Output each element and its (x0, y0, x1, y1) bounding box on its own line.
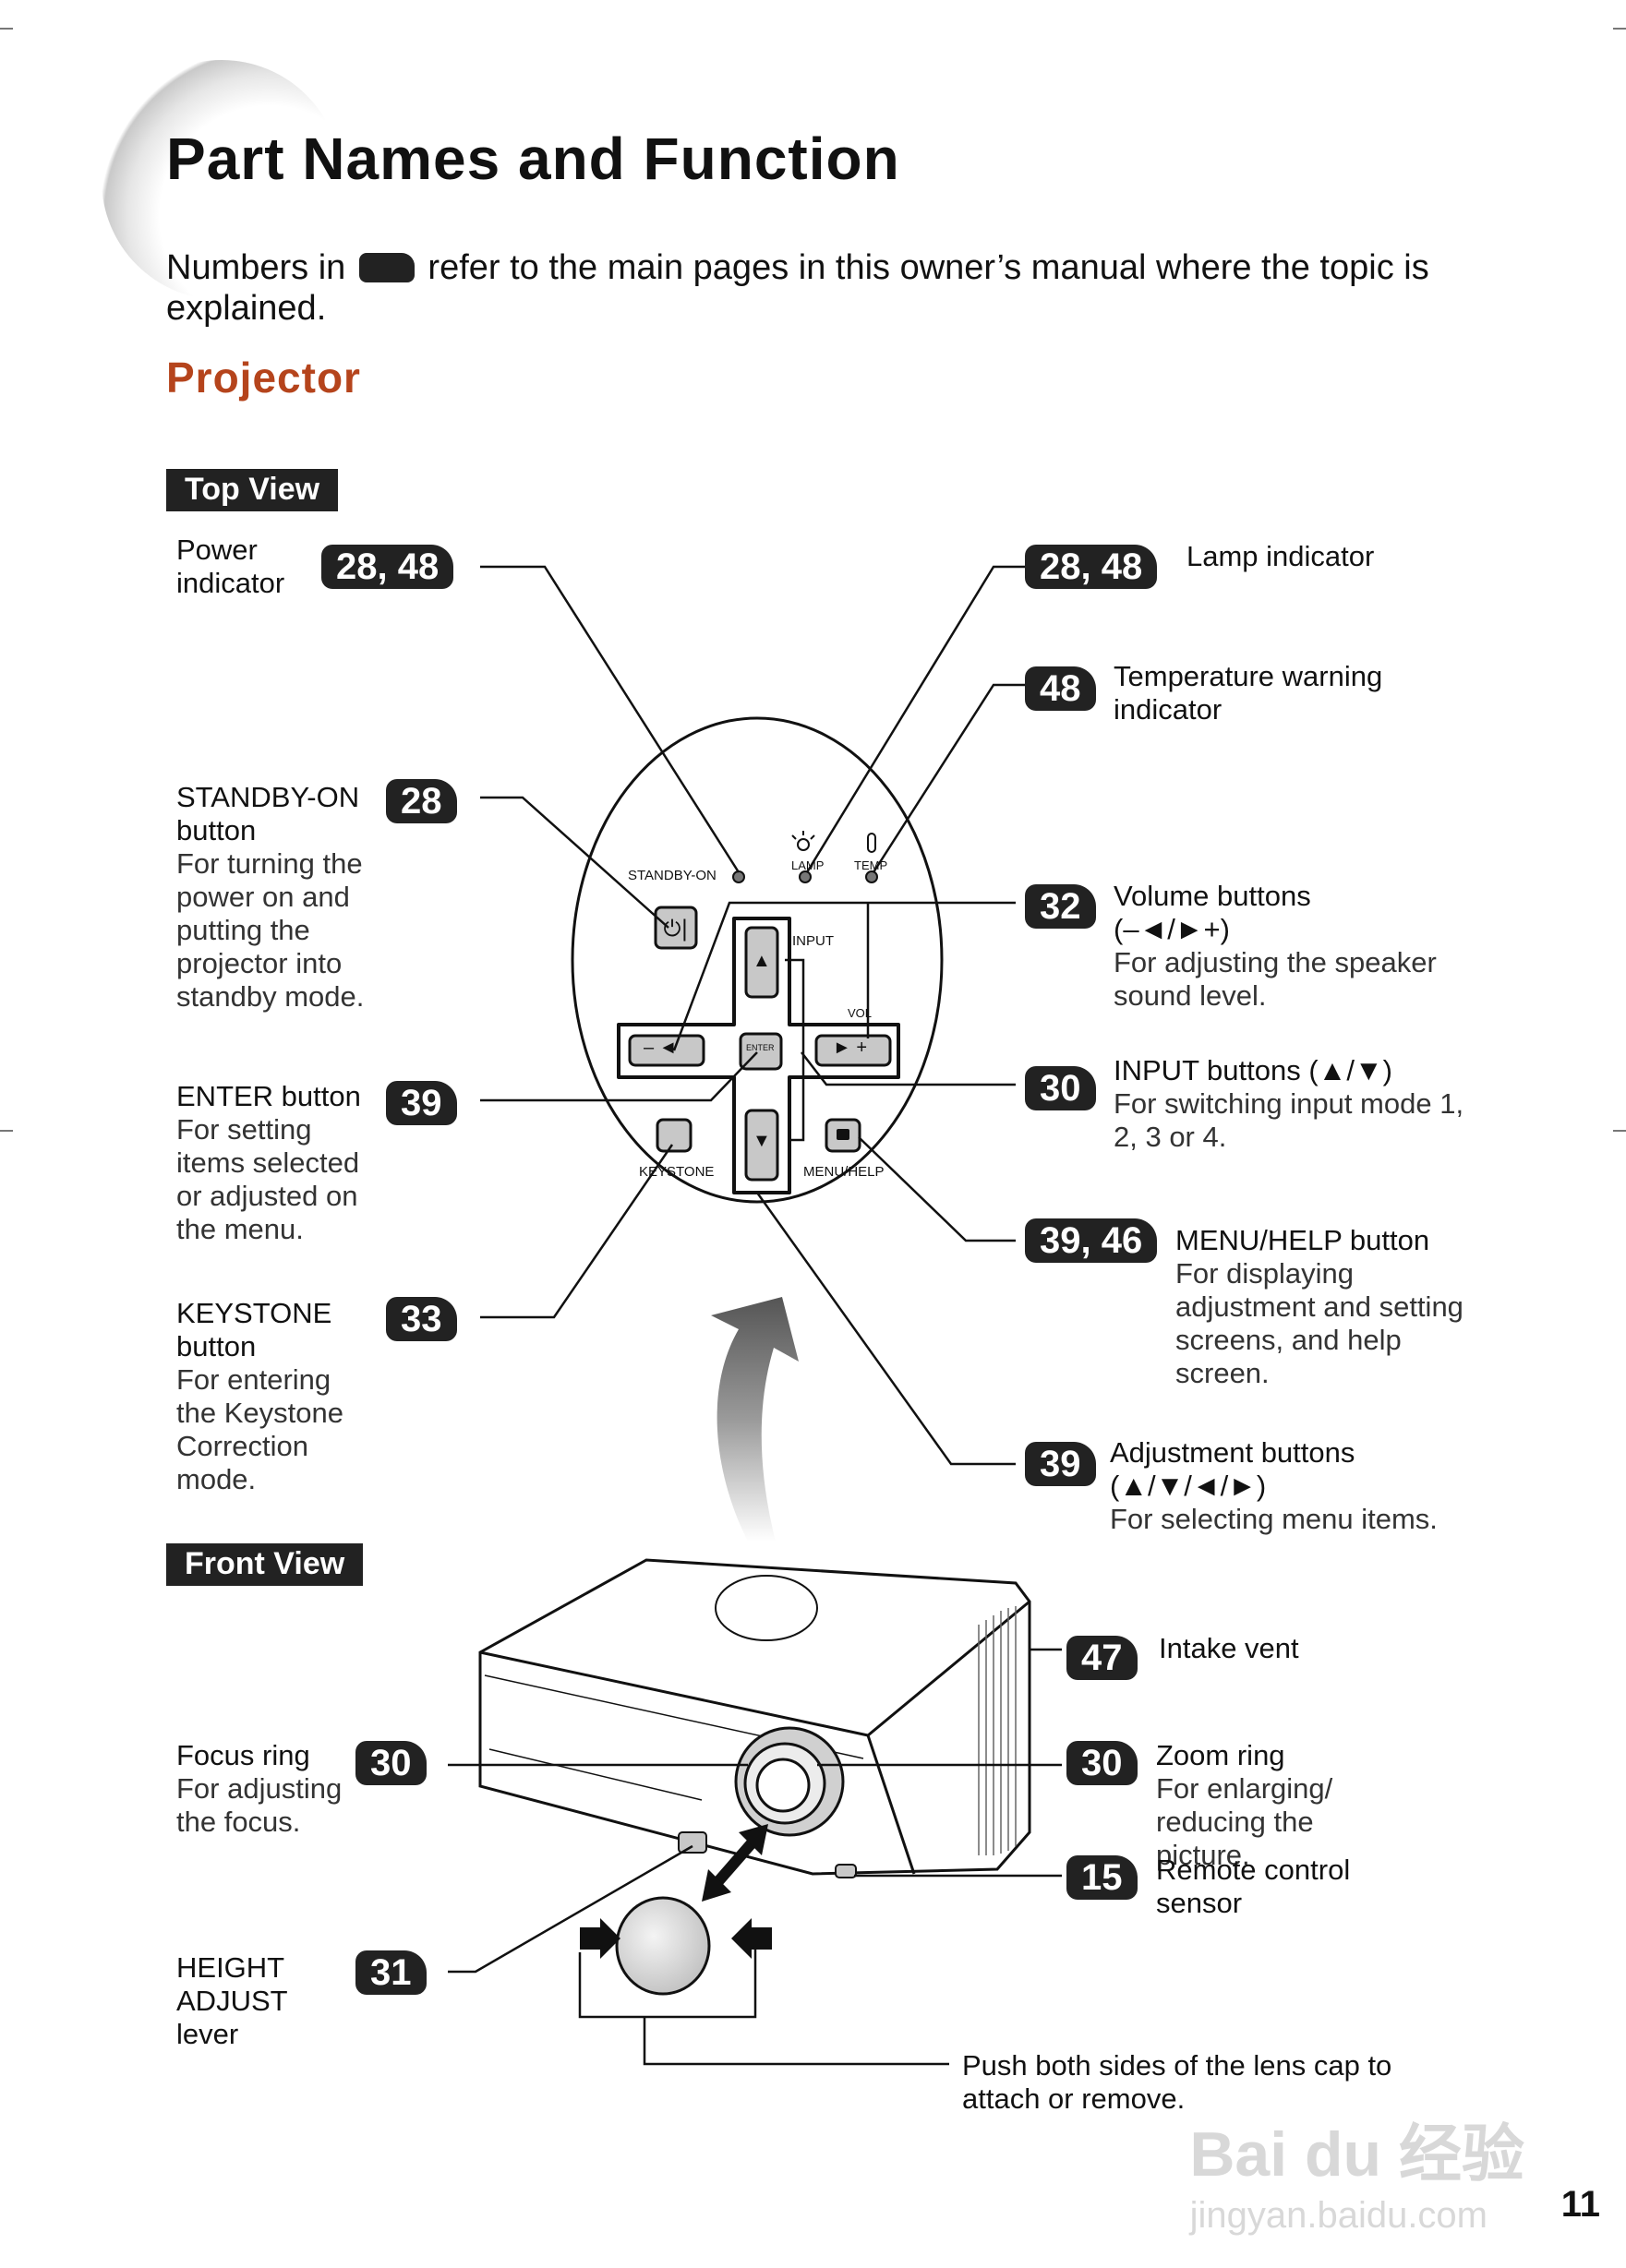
panel-vol-label: VOL (848, 1006, 873, 1020)
zoom-ref-badge: 30 (1066, 1741, 1138, 1785)
remote-ref-badge: 15 (1066, 1855, 1138, 1900)
height-adjust-label: HEIGHT ADJUST lever (176, 1951, 288, 2050)
standby-callout: STANDBY-ON button For turning the power … (176, 781, 379, 1014)
height-ref-badge: 31 (355, 1950, 427, 1995)
power-ref-badge: 28, 48 (321, 545, 454, 589)
keystone-ref-badge: 33 (386, 1297, 457, 1341)
adjust-ref-badge: 39 (1025, 1442, 1096, 1486)
menu-ref-badge: 39, 46 (1025, 1218, 1158, 1263)
intake-ref-badge: 47 (1066, 1636, 1138, 1680)
intro-after: refer to the main pages in this owner’s … (166, 248, 1429, 328)
standby-indicator-light (732, 870, 745, 883)
temp-ref-badge: 48 (1025, 666, 1096, 711)
adjust-callout: Adjustment buttons (▲/▼/◄/►) For selecti… (1110, 1436, 1479, 1536)
adjust-desc: For selecting menu items. (1110, 1503, 1438, 1535)
panel-temp-label: TEMP (854, 858, 888, 872)
page-number: 11 (1560, 2184, 1600, 2225)
enter-desc: For setting items selected or adjusted o… (176, 1113, 360, 1245)
vol-minus-button: – ◄ (644, 1038, 678, 1058)
focus-ref-badge: 30 (355, 1741, 427, 1785)
keystone-desc: For entering the Keystone Correction mod… (176, 1363, 343, 1495)
crop-mark (0, 28, 13, 30)
enter-label: ENTER button (176, 1080, 361, 1112)
input-down-button: ▼ (753, 1131, 771, 1151)
section-heading: Projector (166, 354, 361, 402)
lens-assembly (734, 1726, 845, 1837)
adjust-label: Adjustment buttons (▲/▼/◄/►) (1110, 1436, 1355, 1502)
input-up-button: ▲ (753, 951, 771, 971)
intro-before: Numbers in (166, 248, 346, 287)
focus-desc: For adjusting the focus. (176, 1772, 343, 1838)
crop-mark (1613, 28, 1626, 30)
volume-callout: Volume buttons (–◄/►+) For adjusting the… (1114, 880, 1455, 1013)
leader-lines-top (480, 565, 1025, 1466)
remote-sensor-label: Remote control sensor (1156, 1854, 1351, 1919)
panel-enter-label: ENTER (746, 1043, 775, 1052)
standby-ref-badge: 28 (386, 779, 457, 823)
focus-label: Focus ring (176, 1739, 310, 1771)
lamp-indicator-light (799, 870, 812, 883)
title-decoration (102, 60, 342, 300)
lamp-indicator-label: Lamp indicator (1186, 540, 1375, 572)
power-indicator-label: Power indicator (176, 534, 285, 599)
enter-callout: ENTER button For setting items selected … (176, 1080, 379, 1246)
height-adjust-lever (678, 1831, 707, 1854)
enter-ref-badge: 39 (386, 1081, 457, 1125)
remote-sensor-shape (835, 1864, 857, 1878)
intake-vent-label: Intake vent (1159, 1632, 1299, 1664)
menu-callout: MENU/HELP button For displaying adjustme… (1175, 1224, 1480, 1390)
keystone-button-shape (656, 1118, 693, 1153)
keystone-label: KEYSTONE button (176, 1297, 332, 1362)
watermark-logo: Bai du 经验 (1189, 2119, 1524, 2190)
keystone-callout: KEYSTONE button For entering the Keyston… (176, 1297, 361, 1496)
input-label: INPUT buttons (▲/▼) (1114, 1054, 1392, 1086)
lens-cap-instruction: Push both sides of the lens cap to attac… (962, 2049, 1392, 2115)
input-desc: For switching input mode 1, 2, 3 or 4. (1114, 1087, 1464, 1153)
panel-menu-label: MENU/HELP (803, 1164, 885, 1180)
vol-plus-button: ► + (833, 1038, 868, 1058)
volume-ref-badge: 32 (1025, 884, 1096, 929)
page-title: Part Names and Function (166, 126, 900, 192)
svg-text:⏻|: ⏻| (663, 916, 688, 942)
panel-standby-label: STANDBY-ON (628, 868, 717, 883)
menu-label: MENU/HELP button (1175, 1224, 1430, 1256)
power-button-shape (654, 906, 698, 950)
menu-desc: For displaying adjustment and setting sc… (1175, 1257, 1463, 1389)
intro-text: Numbers in refer to the main pages in th… (166, 247, 1505, 329)
focus-callout: Focus ring For adjusting the focus. (176, 1739, 361, 1839)
lens-cap (615, 1896, 711, 1996)
zoom-callout: Zoom ring For enlarging/ reducing the pi… (1156, 1739, 1451, 1872)
lamp-ref-badge: 28, 48 (1025, 545, 1158, 589)
temp-indicator-label: Temperature warning indicator (1114, 660, 1383, 726)
thermometer-icon (867, 833, 876, 853)
volume-label: Volume buttons (–◄/►+) (1114, 880, 1311, 945)
lamp-symbol-icon (791, 831, 815, 851)
body-control-panel (715, 1575, 818, 1641)
zoom-desc: For enlarging/ reducing the picture. (1156, 1772, 1333, 1871)
intake-vent-lines (978, 1606, 1017, 1855)
temp-indicator-light (865, 870, 878, 883)
standby-desc: For turning the power on and putting the… (176, 847, 365, 1013)
zoom-label: Zoom ring (1156, 1739, 1285, 1771)
crop-mark (1613, 1130, 1626, 1132)
volume-desc: For adjusting the speaker sound level. (1114, 946, 1437, 1012)
leader-lines-front (448, 1648, 1062, 2066)
input-ref-badge: 30 (1025, 1066, 1096, 1110)
standby-label: STANDBY-ON button (176, 781, 360, 846)
front-view-tag: Front View (166, 1543, 364, 1586)
watermark-url: jingyan.baidu.com (1189, 2195, 1487, 2236)
panel-lamp-label: LAMP (791, 858, 825, 872)
panel-input-label: INPUT (792, 933, 834, 949)
crop-mark (0, 1130, 13, 1132)
curved-arrow (711, 1297, 799, 1542)
input-callout: INPUT buttons (▲/▼) For switching input … (1114, 1054, 1464, 1154)
page-ref-chip-icon (358, 253, 415, 282)
panel-keystone-label: KEYSTONE (639, 1164, 715, 1180)
top-view-tag: Top View (166, 469, 339, 511)
attach-arrow (708, 1833, 762, 1891)
